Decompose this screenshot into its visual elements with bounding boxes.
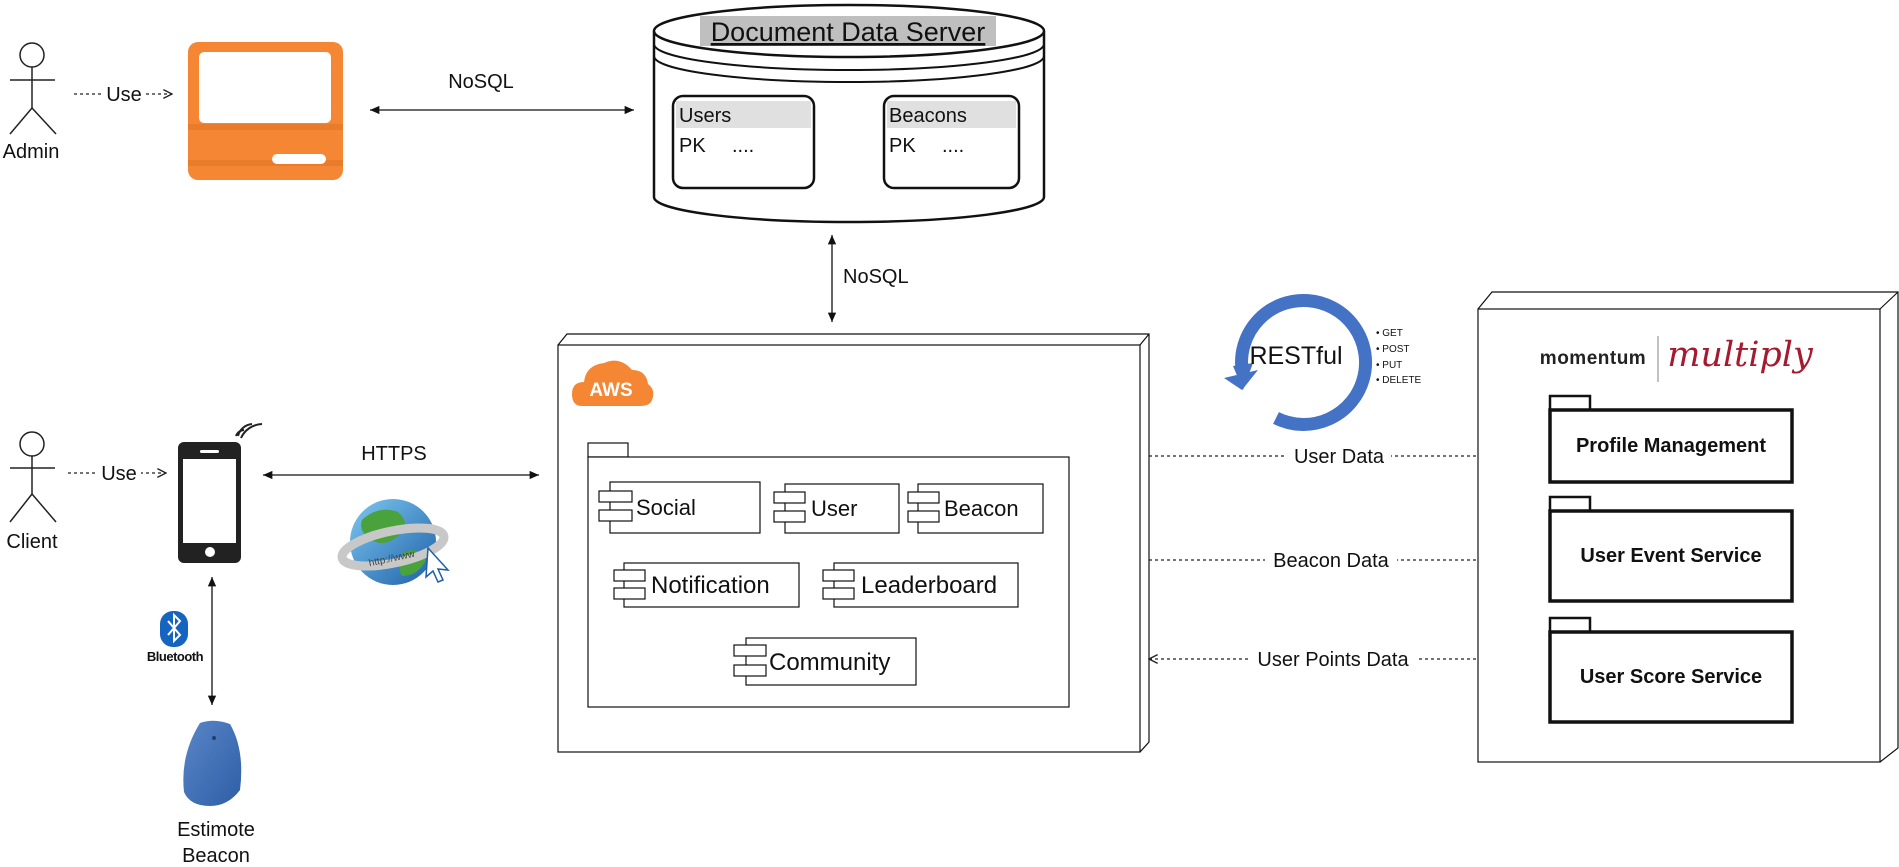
restful-badge: RESTful • GET • POST • PUT • DELETE: [1224, 293, 1422, 431]
component-community: Community: [733, 637, 917, 686]
users-table: Users PK ....: [671, 94, 816, 190]
service-user-score-label: User Score Service: [1580, 666, 1762, 688]
users-table-pk: PK: [679, 135, 706, 157]
db-aws-edge: NoSQL: [827, 235, 909, 322]
database-title: Document Data Server: [711, 17, 986, 47]
aws-cloud-icon: AWS: [572, 360, 654, 406]
admin-db-edge: NoSQL: [370, 71, 634, 115]
client-stick-figure-icon: [9, 431, 57, 523]
client-aws-edge: HTTPS: [263, 443, 539, 480]
service-user-event-label: User Event Service: [1580, 545, 1761, 567]
momentum-node: momentum multiply Profile Management Use…: [1477, 291, 1899, 763]
client-aws-label: HTTPS: [361, 443, 427, 465]
component-social: Social: [598, 481, 761, 534]
db-aws-label: NoSQL: [843, 266, 909, 288]
user-points-data-label: User Points Data: [1257, 649, 1409, 671]
admin-use-label: Use: [106, 84, 142, 106]
restful-methods: • GET • POST • PUT • DELETE: [1376, 328, 1422, 386]
momentum-brand-left: momentum: [1540, 348, 1646, 369]
users-table-name: Users: [679, 105, 731, 127]
restful-method-get: • GET: [1376, 328, 1403, 339]
estimote-beacon-icon: [183, 720, 242, 806]
admin-db-label: NoSQL: [448, 71, 514, 93]
smartphone-icon: [178, 423, 263, 563]
aws-logo-text: AWS: [589, 380, 632, 401]
users-table-more: ....: [732, 135, 754, 157]
estimote-beacon: Estimote Beacon: [177, 720, 255, 867]
momentum-brand-right: multiply: [1667, 335, 1814, 375]
client-use-label: Use: [101, 463, 137, 485]
restful-title: RESTful: [1249, 342, 1342, 370]
admin-stick-figure-icon: [9, 42, 57, 135]
component-beacon-label: Beacon: [944, 496, 1019, 521]
laptop-icon: [188, 42, 343, 180]
aws-node: AWS Social User Beacon: [557, 333, 1150, 753]
user-data-edge: User Data: [1149, 444, 1528, 468]
bluetooth-label: Bluetooth: [147, 649, 204, 664]
globe-web-icon: http://www: [337, 499, 450, 585]
beacon-label-line2: Beacon: [182, 845, 250, 867]
bluetooth-icon: Bluetooth: [147, 611, 204, 664]
component-leaderboard-label: Leaderboard: [861, 572, 997, 599]
restful-method-put: • PUT: [1376, 360, 1402, 371]
beacons-table-name: Beacons: [889, 105, 967, 127]
wifi-signal-icon: [235, 423, 263, 439]
admin-label: Admin: [3, 141, 60, 163]
service-user-score: User Score Service: [1548, 616, 1794, 724]
admin-actor: Admin: [3, 42, 60, 163]
restful-method-post: • POST: [1376, 344, 1410, 355]
service-user-event: User Event Service: [1548, 495, 1794, 603]
beacon-data-label: Beacon Data: [1273, 550, 1390, 572]
client-label: Client: [6, 531, 58, 553]
component-beacon: Beacon: [907, 483, 1044, 534]
admin-use-edge: Use: [74, 82, 172, 106]
beacons-table-pk: PK: [889, 135, 916, 157]
component-user: User: [773, 483, 900, 534]
component-leaderboard: Leaderboard: [822, 562, 1019, 608]
document-data-server: Document Data Server Users PK .... Beaco…: [652, 3, 1046, 224]
beacon-label-line1: Estimote: [177, 819, 255, 841]
user-points-data-edge: User Points Data: [1149, 647, 1518, 671]
client-use-edge: Use: [68, 461, 166, 485]
beacons-table-more: ....: [942, 135, 964, 157]
user-data-label: User Data: [1294, 446, 1385, 468]
momentum-multiply-logo: momentum multiply: [1540, 335, 1814, 382]
client-actor: Client: [6, 431, 58, 553]
component-user-label: User: [811, 496, 857, 521]
beacons-table: Beacons PK ....: [882, 94, 1021, 190]
restful-cycle-icon: [1224, 293, 1372, 431]
restful-method-delete: • DELETE: [1376, 375, 1422, 386]
service-profile-management-label: Profile Management: [1576, 435, 1766, 457]
component-community-label: Community: [769, 649, 890, 676]
component-notification-label: Notification: [651, 572, 770, 599]
beacon-data-edge: Beacon Data: [1149, 548, 1518, 572]
component-social-label: Social: [636, 495, 696, 520]
component-notification: Notification: [613, 562, 800, 608]
service-profile-management: Profile Management: [1548, 394, 1794, 484]
